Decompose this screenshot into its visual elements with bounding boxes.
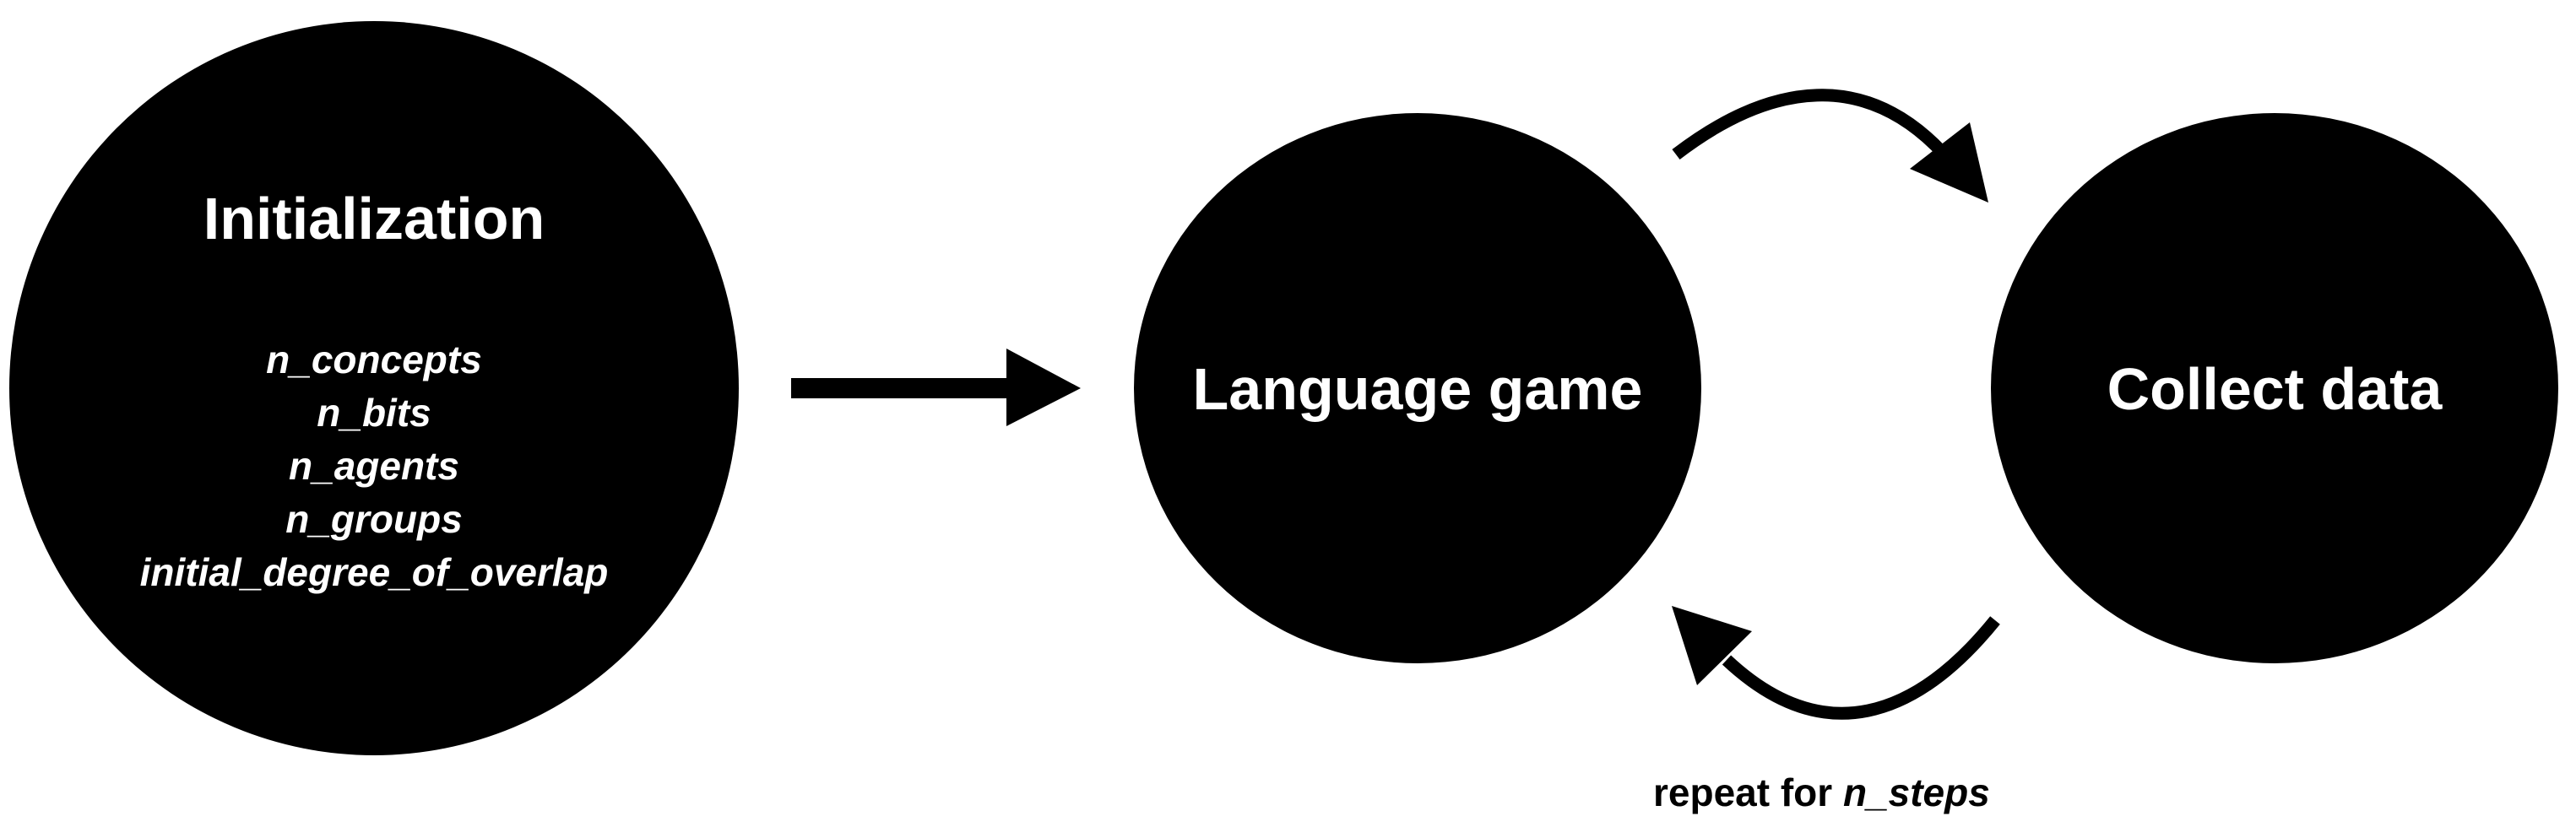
param-n-groups: n_groups [285, 497, 463, 541]
param-n-concepts: n_concepts [266, 338, 482, 381]
initialization-circle [9, 21, 739, 755]
param-n-agents: n_agents [289, 444, 459, 488]
language-game-title: Language game [1193, 356, 1643, 422]
loop-caption-variable: n_steps [1843, 770, 1990, 814]
collect-data-node: Collect data [1991, 113, 2558, 663]
arrow-shaft [791, 378, 1009, 398]
loop-caption-prefix: repeat for [1653, 770, 1843, 814]
language-game-node: Language game [1134, 113, 1701, 663]
curved-arrow-bottom-shaft [1722, 616, 2000, 720]
curved-arrow-bottom-head [1672, 606, 1752, 685]
language-game-circle [1134, 113, 1701, 663]
curved-arrow-top-shaft [1672, 89, 1947, 159]
curved-arrow-data-to-game [1672, 606, 2000, 720]
curved-arrow-game-to-data [1672, 89, 1988, 203]
param-n-bits: n_bits [317, 391, 431, 435]
collect-data-title: Collect data [2107, 356, 2443, 422]
loop-caption: repeat for n_steps [1653, 770, 1990, 814]
curved-arrow-top-head [1910, 122, 1988, 203]
initialization-title: Initialization [203, 186, 545, 251]
arrow-head [1006, 349, 1081, 426]
collect-data-circle [1991, 113, 2558, 663]
param-initial-degree-of-overlap: initial_degree_of_overlap [140, 550, 609, 594]
arrow-init-to-game [791, 349, 1081, 426]
initialization-node: Initialization n_concepts n_bits n_agent… [9, 21, 739, 755]
